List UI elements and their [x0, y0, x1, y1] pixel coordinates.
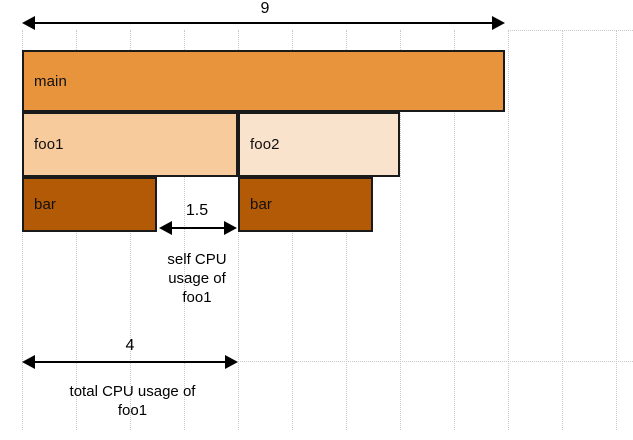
frame-main[interactable]: main: [22, 50, 505, 112]
total-cpu-value-label: 4: [125, 337, 135, 354]
self-cpu-caption: self CPU usage of foo1: [142, 250, 252, 307]
self-cpu-value-label: 1.5: [185, 202, 209, 219]
self-cpu-arrowhead-right: [224, 221, 237, 235]
gridline-v-10: [562, 30, 563, 430]
frame-bar-right[interactable]: bar: [238, 177, 373, 232]
gridline-v-8: [454, 30, 455, 430]
total-cpu-arrowhead-right: [225, 355, 238, 369]
total-cpu-caption-line1: total CPU usage of: [69, 383, 196, 400]
self-cpu-caption-line3: foo1: [182, 289, 212, 306]
total-width-arrowhead-left: [22, 16, 35, 30]
total-width-value-label: 9: [260, 0, 270, 17]
gridline-v-3: [184, 30, 185, 430]
gridline-v-11: [616, 30, 617, 430]
total-cpu-caption: total CPU usage of foo1: [45, 382, 220, 420]
frame-bar-left[interactable]: bar: [22, 177, 157, 232]
gridline-h-top: [508, 30, 633, 31]
self-cpu-caption-line1: self CPU: [167, 251, 227, 268]
total-cpu-arrowhead-left: [22, 355, 35, 369]
gridline-v-7: [400, 30, 401, 430]
frame-foo1-label: foo1: [34, 136, 64, 153]
gridline-v-9: [508, 30, 509, 430]
frame-bar-left-label: bar: [34, 196, 56, 213]
frame-main-label: main: [34, 72, 67, 90]
frame-bar-right-label: bar: [250, 196, 272, 213]
total-cpu-caption-line2: foo1: [117, 402, 148, 419]
frame-foo2[interactable]: foo2: [238, 112, 400, 177]
self-cpu-arrow-line: [170, 227, 226, 229]
self-cpu-caption-line2: usage of: [168, 270, 226, 287]
gridline-h-bottom: [238, 361, 633, 362]
total-width-arrowhead-right: [492, 16, 505, 30]
frame-foo2-label: foo2: [250, 136, 280, 153]
frame-foo1[interactable]: foo1: [22, 112, 238, 177]
total-width-arrow-line: [34, 22, 493, 24]
total-cpu-arrow-line: [34, 361, 226, 363]
self-cpu-arrowhead-left: [159, 221, 172, 235]
